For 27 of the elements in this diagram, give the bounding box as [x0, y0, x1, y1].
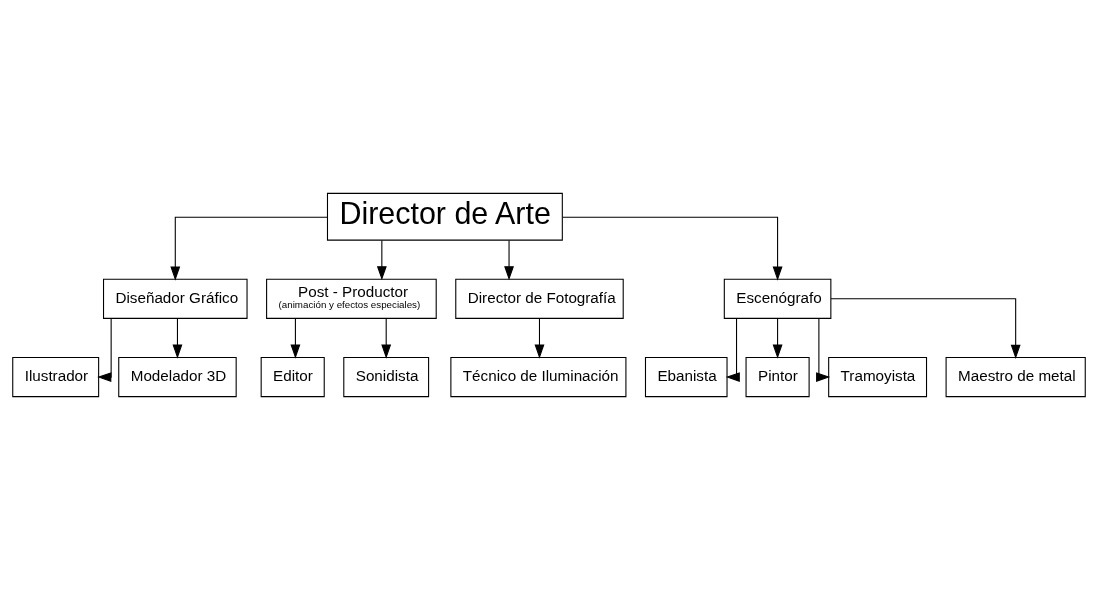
arrow: [290, 317, 301, 359]
arrow: [504, 239, 514, 280]
node-box: Técnico de Iluminación: [450, 356, 627, 397]
node-box: Escenógrafo: [723, 278, 832, 319]
node-box: Ilustrador: [12, 356, 100, 397]
arrow: [562, 216, 783, 281]
node-box: Director de Arte: [326, 192, 563, 241]
arrow: [172, 317, 183, 359]
arrow: [381, 317, 392, 359]
node-box: Diseñador Gráfico: [103, 278, 248, 319]
node-box: Maestro de metal: [945, 356, 1086, 397]
node-box: Ebanista: [644, 356, 728, 397]
arrow: [170, 216, 328, 281]
node-box: Post - Productor (animación y efectos especiales): [266, 278, 437, 319]
node-box: Sonidista: [343, 356, 430, 397]
arrow: [376, 239, 387, 280]
arrow: [772, 317, 783, 359]
arrow: [534, 317, 545, 359]
node-box: Editor: [260, 356, 325, 397]
arrow: [816, 317, 831, 382]
arrow: [97, 317, 112, 382]
node-box: Director de Fotografía: [455, 278, 624, 319]
node-box: Tramoyista: [828, 356, 928, 397]
arrow: [725, 317, 740, 382]
node-box: Modelador 3D: [118, 356, 237, 397]
arrow: [830, 297, 1021, 359]
node-box: Pintor: [745, 356, 810, 397]
